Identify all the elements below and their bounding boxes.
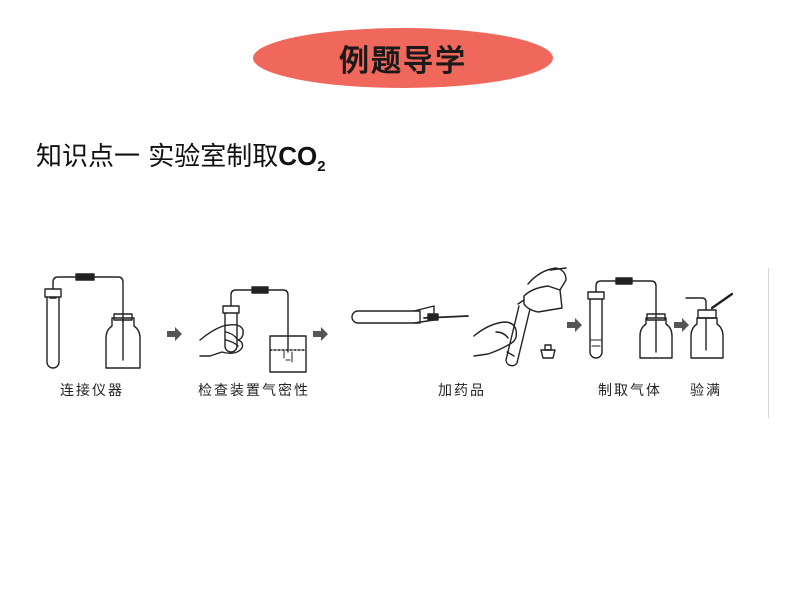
divider-line [768, 268, 769, 418]
step-label-add-reagents: 加药品 [438, 383, 486, 399]
apparatus-add-solid [351, 305, 469, 324]
arrow-4 [674, 318, 689, 332]
section-title-prefix: 知识点一 实验室制取 [36, 142, 279, 172]
apparatus-connect [44, 273, 141, 369]
apparatus-add-liquid [473, 267, 567, 367]
formula-subscript: 2 [317, 158, 326, 176]
banner-title: 例题导学 [339, 44, 467, 79]
apparatus-produce-gas [587, 277, 673, 359]
section-heading: 知识点一 实验室制取CO2 [36, 136, 326, 175]
title-banner: 例题导学 [253, 28, 553, 88]
step-label-produce-gas: 制取气体 [598, 383, 662, 399]
step-label-airtight: 检查装置气密性 [198, 383, 310, 399]
apparatus-airtight-check [199, 286, 307, 373]
arrow-3 [567, 318, 582, 332]
step-label-check-full: 验满 [690, 383, 722, 399]
formula-main: CO [278, 141, 318, 171]
step-label-connect: 连接仪器 [60, 383, 124, 399]
arrow-2 [313, 327, 328, 341]
apparatus-check-full [685, 292, 734, 359]
arrow-1 [167, 327, 182, 341]
